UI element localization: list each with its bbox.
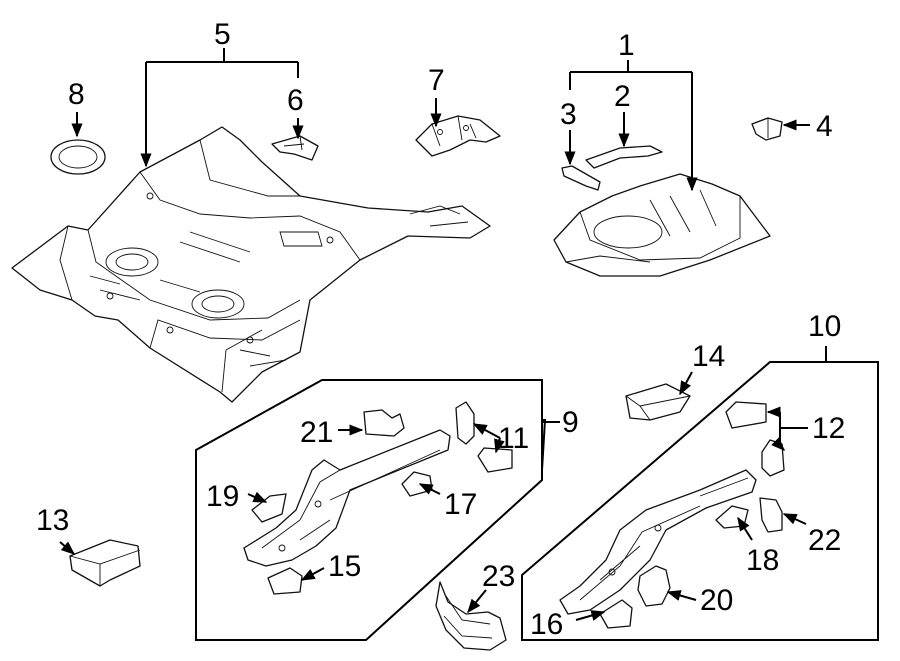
callout-20: 20 — [700, 584, 733, 617]
callout-10: 10 — [808, 310, 841, 343]
crossmember-2-part — [585, 145, 663, 169]
callout-6: 6 — [287, 84, 304, 117]
callout-16: 16 — [530, 608, 563, 641]
bracket-20-part — [637, 565, 671, 607]
callout-13: 13 — [36, 504, 69, 537]
callout-14: 14 — [692, 340, 725, 373]
callout-3: 3 — [560, 98, 577, 131]
leader-lines — [59, 48, 827, 621]
bracket-11a-part — [455, 401, 475, 445]
callout-12: 12 — [812, 412, 845, 445]
bracket-16-part — [599, 599, 633, 629]
support-13-part — [69, 539, 141, 587]
spare-tire-pan-part — [553, 173, 771, 277]
rear-floor-pan-part — [11, 126, 491, 403]
bracket-6-part — [271, 135, 319, 161]
group-9-outline — [195, 379, 547, 641]
callout-7: 7 — [428, 64, 445, 97]
rail-9-part — [243, 429, 451, 567]
callout-2: 2 — [614, 80, 631, 113]
wheelhouse-23-part — [435, 581, 507, 651]
callout-19: 19 — [206, 480, 239, 513]
bracket-22-part — [759, 497, 783, 533]
bracket-11b-part — [477, 447, 513, 473]
bracket-4-part — [751, 117, 783, 141]
bracket-14-part — [625, 383, 691, 421]
grommet-ring-part — [50, 139, 106, 175]
callout-21: 21 — [300, 416, 333, 449]
bracket-12a-part — [725, 401, 767, 429]
callout-17: 17 — [444, 488, 477, 521]
callout-4: 4 — [816, 110, 833, 143]
callout-5: 5 — [214, 18, 231, 51]
callout-9: 9 — [562, 406, 579, 439]
bracket-3-part — [561, 165, 601, 191]
callout-1: 1 — [618, 29, 635, 62]
callout-23: 23 — [482, 560, 515, 593]
rail-10-part — [559, 469, 757, 615]
callout-8: 8 — [68, 78, 85, 111]
callout-15: 15 — [328, 550, 361, 583]
callout-11: 11 — [498, 422, 529, 455]
bracket-17-part — [401, 471, 433, 497]
bracket-21-part — [363, 409, 405, 437]
callout-18: 18 — [746, 544, 779, 577]
reinforcement-7-part — [415, 115, 501, 157]
bracket-15-part — [267, 567, 303, 595]
group-10-outline — [521, 361, 879, 641]
callout-22: 22 — [808, 524, 841, 557]
